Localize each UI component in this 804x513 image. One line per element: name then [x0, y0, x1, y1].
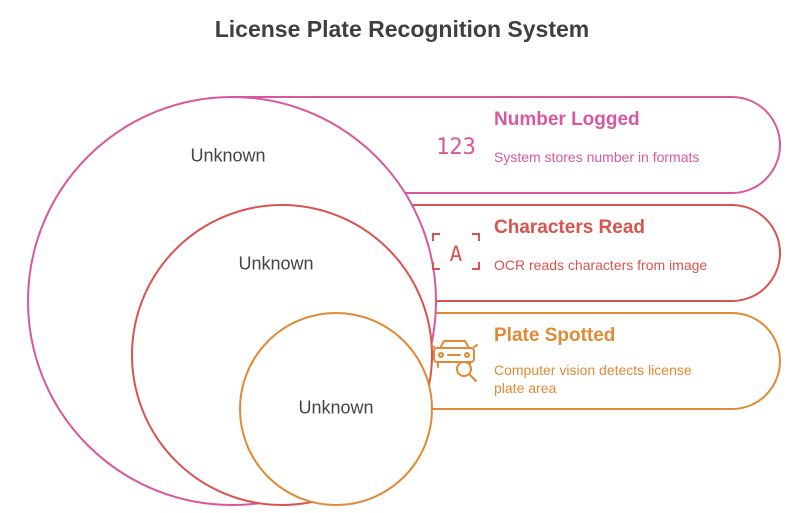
stage-desc-number-logged: System stores number in formats [494, 149, 700, 165]
circle-label-characters-read: Unknown [238, 253, 314, 274]
stage-title-number-logged: Number Logged [494, 109, 640, 130]
stage-desc-characters-read: OCR reads characters from image [494, 257, 708, 273]
circle-plate-spotted [239, 312, 433, 506]
page-title: License Plate Recognition System [214, 16, 590, 42]
ocr-letter-a-icon: A [432, 233, 480, 270]
stage-title-characters-read: Characters Read [494, 217, 646, 238]
circle-label-number-logged: Unknown [190, 145, 266, 166]
stage-title-plate-spotted: Plate Spotted [494, 325, 616, 346]
pill-plate-spotted [336, 312, 781, 410]
circle-label-plate-spotted: Unknown [298, 397, 374, 418]
stage-desc-plate-spotted: Computer vision detects license plate ar… [494, 362, 692, 396]
number-123-icon: 123 [436, 135, 476, 160]
svg-text:A: A [450, 242, 463, 266]
car-search-icon [430, 340, 478, 382]
